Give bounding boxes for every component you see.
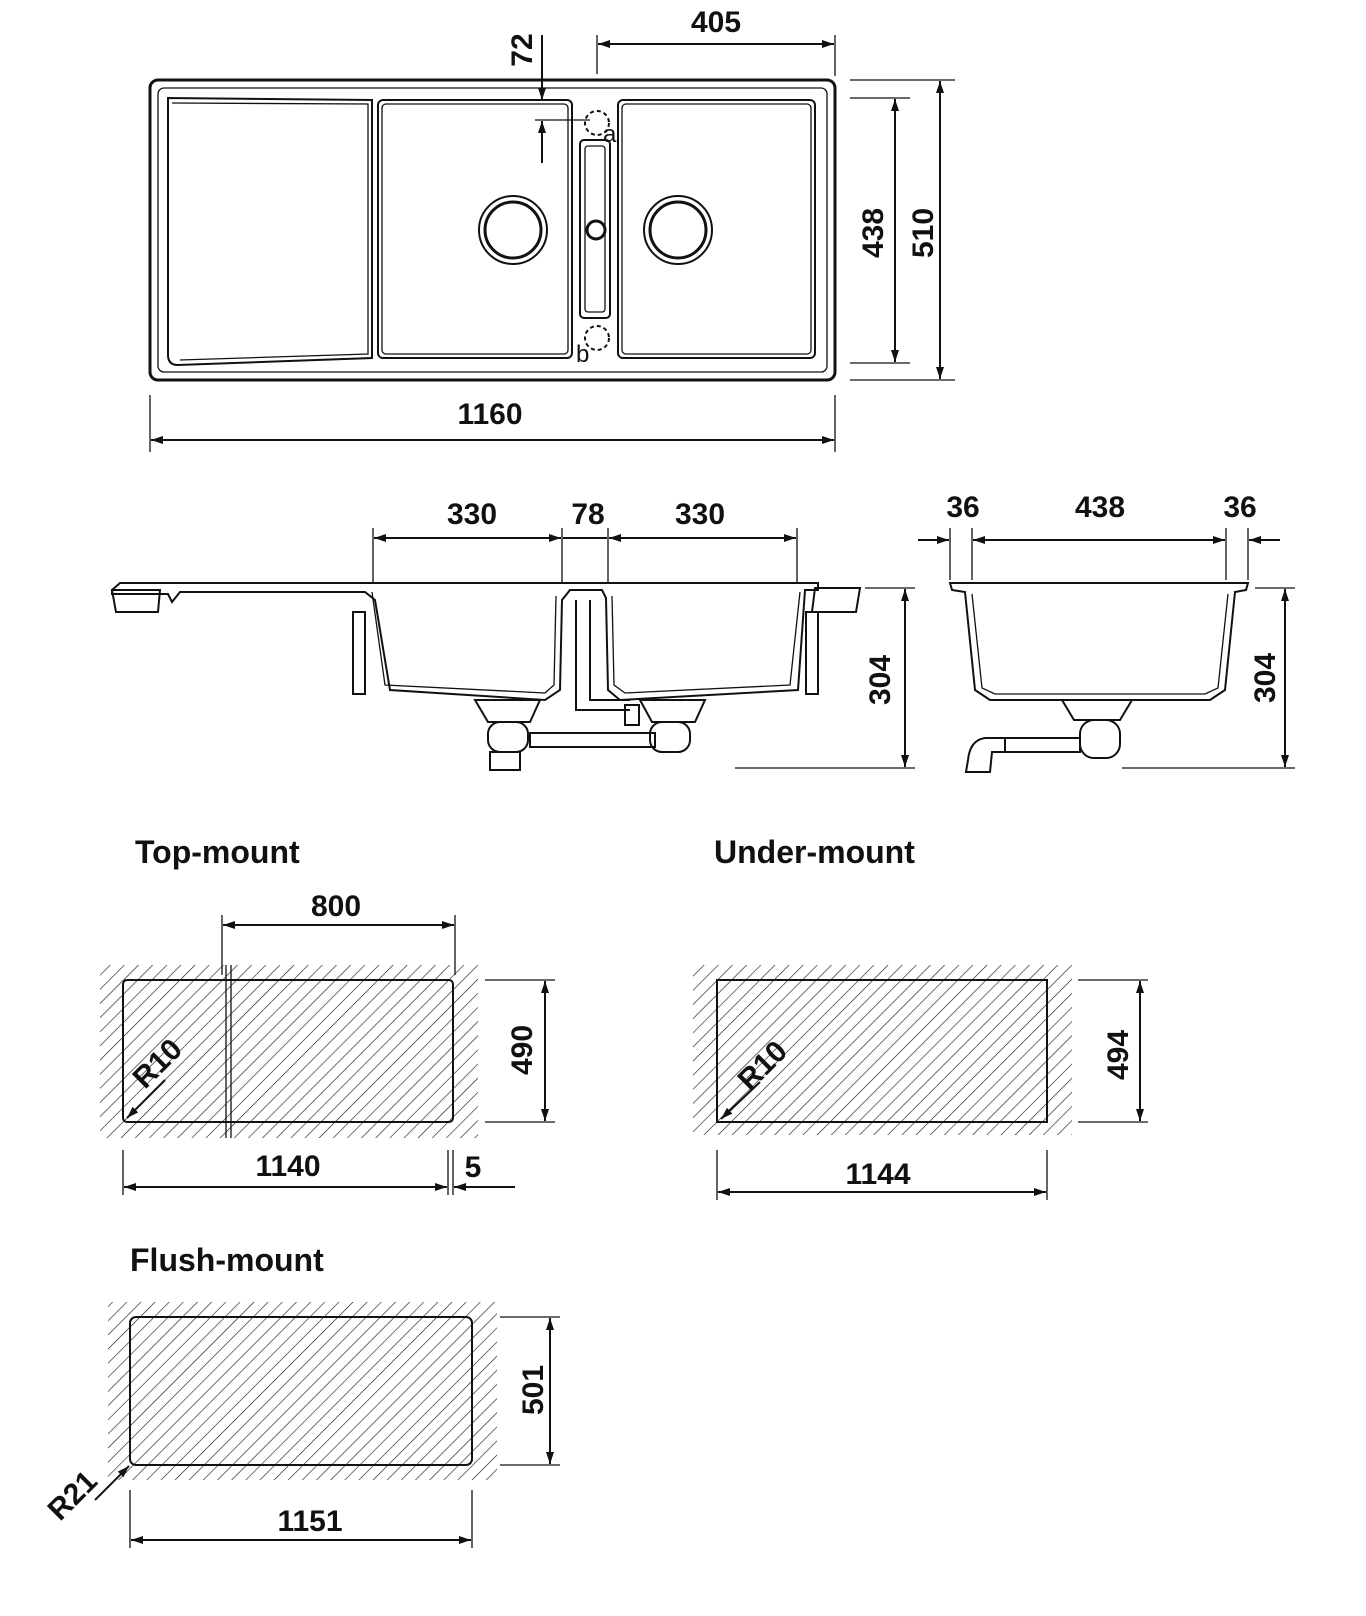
top-view: a b 405 72 438 510 1160: [148, 6, 955, 452]
dim-36-right: 36: [1223, 491, 1256, 524]
end-profile: [948, 582, 1250, 701]
top-mount-cutout: Top-mount 800 490 R10 1140 5: [100, 834, 555, 1195]
dim-330-left: 330: [447, 498, 497, 531]
marker-b: b: [576, 341, 589, 368]
dim-36-left: 36: [946, 491, 979, 524]
dim-1160: 1160: [457, 398, 522, 431]
side-profile: [111, 582, 819, 702]
dim-78: 78: [571, 498, 604, 531]
dim-330-right: 330: [675, 498, 725, 531]
under-mount-title: Under-mount: [714, 834, 915, 870]
drain-right: [643, 195, 713, 265]
drainer: [167, 96, 373, 367]
dim-72: 72: [506, 33, 539, 66]
marker-a: a: [603, 121, 617, 148]
dim-405: 405: [691, 6, 741, 39]
under-mount-cutout: Under-mount 494 R10 1144: [693, 834, 1148, 1200]
tap-hole-a: [584, 110, 610, 136]
dim-1140: 1140: [255, 1150, 320, 1183]
dim-304-side: 304: [864, 655, 897, 705]
overflow-hole: [585, 219, 607, 241]
side-view: 330 78 330 304: [110, 498, 915, 771]
dim-1151: 1151: [277, 1505, 342, 1538]
overflow-slot: [579, 139, 611, 319]
top-mount-title: Top-mount: [135, 834, 300, 870]
dim-438-end: 438: [1075, 491, 1125, 524]
dim-5: 5: [465, 1151, 482, 1184]
tap-hole-b: [584, 325, 610, 351]
end-view: 36 438 36 304: [918, 491, 1295, 773]
dim-438: 438: [857, 208, 890, 258]
dim-490: 490: [506, 1025, 539, 1075]
dim-800: 800: [311, 890, 361, 923]
dim-304-end: 304: [1249, 653, 1282, 703]
bowl-right: [617, 99, 816, 359]
dim-501: 501: [517, 1365, 550, 1415]
dim-494: 494: [1102, 1030, 1135, 1080]
radius-r21: R21: [42, 1465, 104, 1527]
drain-left: [478, 195, 548, 265]
flush-mount-title: Flush-mount: [130, 1242, 324, 1278]
flush-mount-cutout: Flush-mount 501 R21 1151: [42, 1242, 560, 1548]
bowl-left: [377, 99, 573, 359]
sink-outline: [148, 78, 837, 382]
dim-1144: 1144: [845, 1158, 910, 1191]
dim-510: 510: [907, 208, 940, 258]
